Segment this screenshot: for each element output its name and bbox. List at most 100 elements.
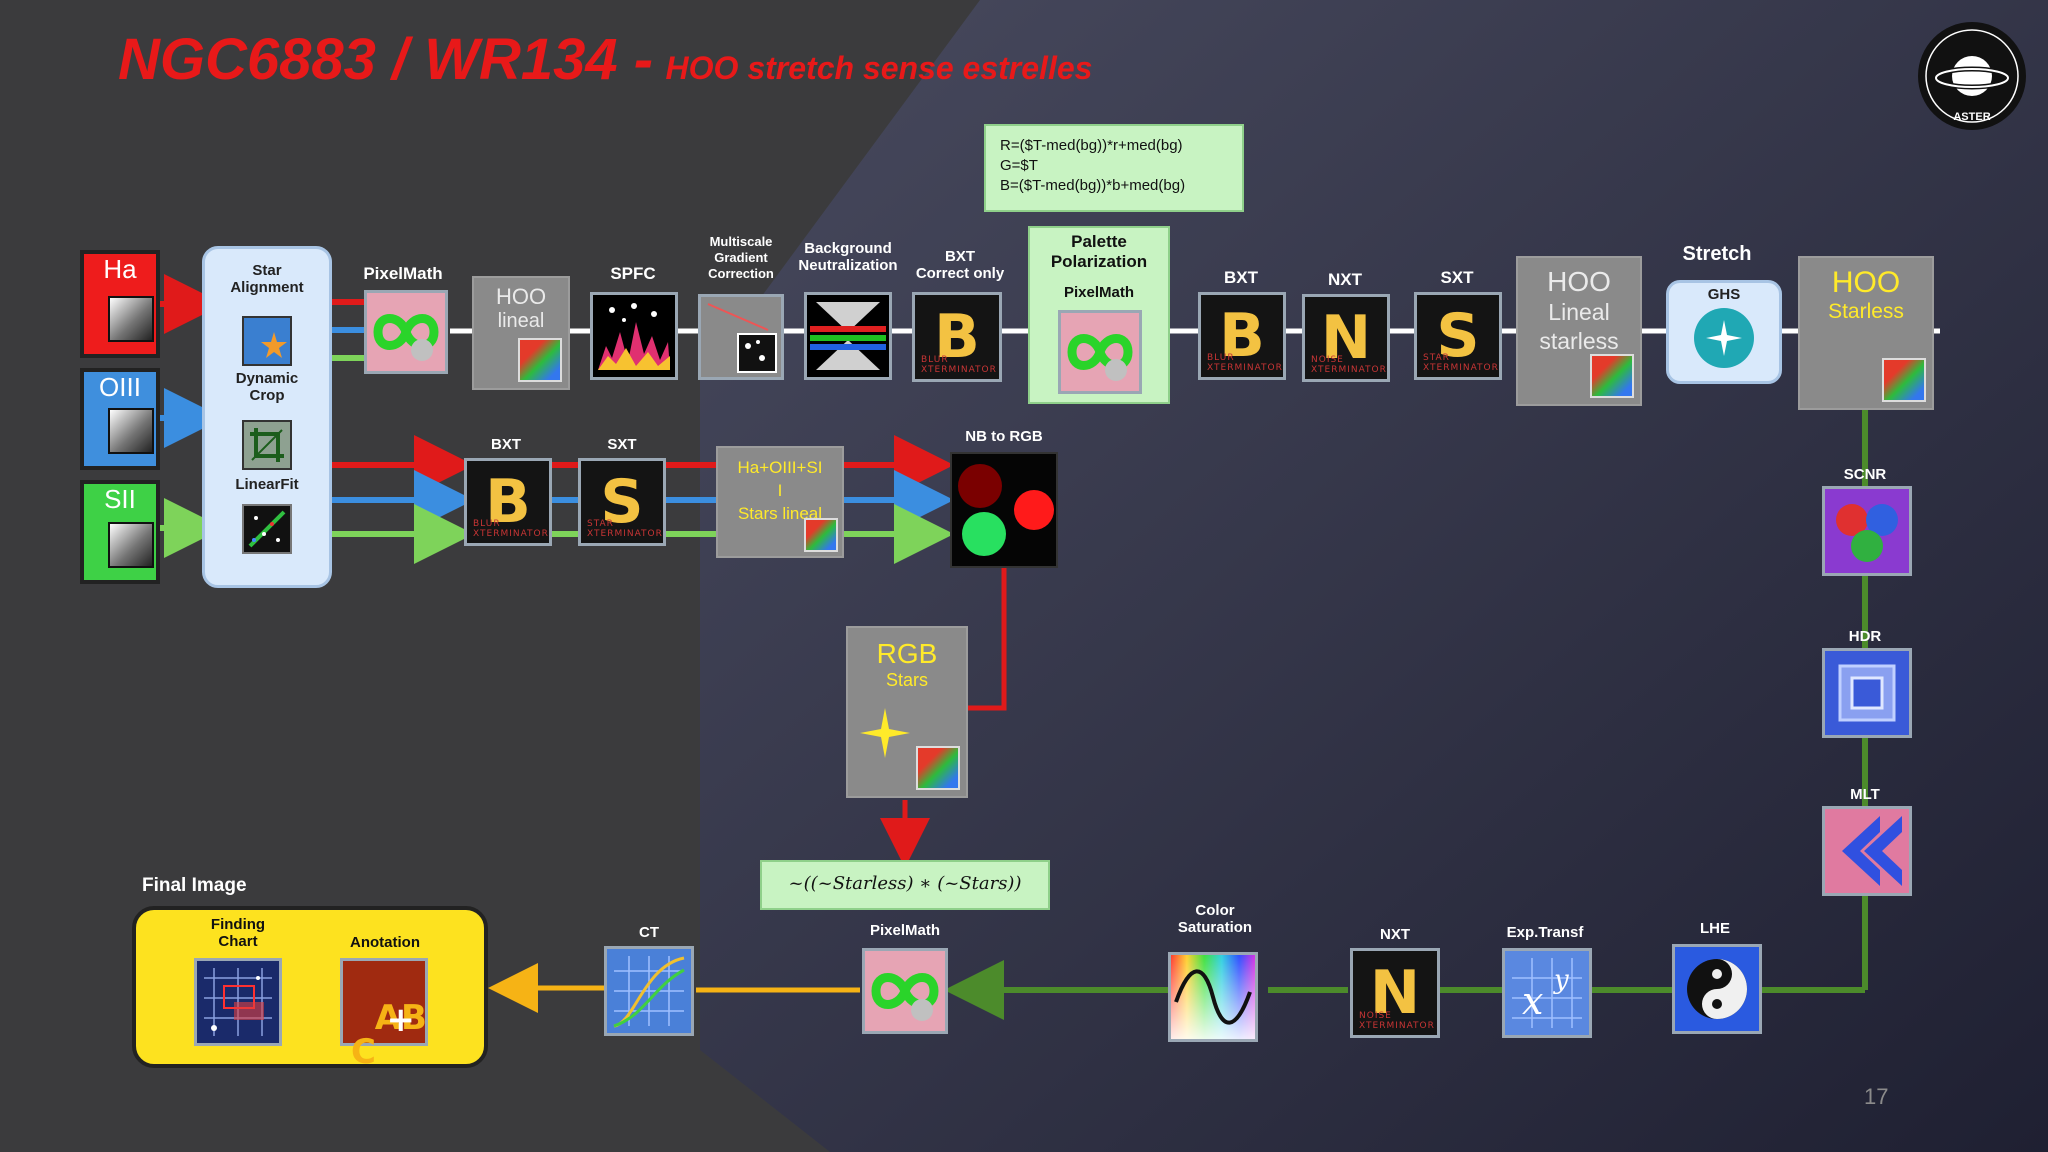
nxt-bottom-icon: N NOISE XTERMINATOR bbox=[1350, 948, 1440, 1038]
spfc-icon bbox=[590, 292, 678, 380]
hoo-lineal-starless-box: HOO Lineal starless bbox=[1516, 256, 1642, 406]
sxt-subtext: STAR XTERMINATOR bbox=[1423, 353, 1499, 373]
sxt-subtext: STAR XTERMINATOR bbox=[587, 519, 663, 539]
channel-oiii-label: OIII bbox=[99, 372, 141, 402]
hoo-ls-title: HOO bbox=[1547, 266, 1611, 297]
sxt-icon: S STAR XTERMINATOR bbox=[1414, 292, 1502, 380]
combine-formula: ~((~Starless) ∗ (~Stars)) bbox=[788, 873, 1022, 894]
hdr-label: HDR bbox=[1848, 628, 1882, 645]
formula-line-g: G=$T bbox=[1000, 157, 1038, 174]
rgb-stars-box: RGB Stars bbox=[846, 626, 968, 798]
rgb-corner-icon bbox=[1882, 358, 1926, 402]
nb-rgb-label: NB to RGB bbox=[965, 428, 1043, 445]
linearfit-label: LinearFit bbox=[235, 476, 299, 493]
plus-icon: + bbox=[386, 1000, 416, 1040]
rgb-corner-icon bbox=[1590, 354, 1634, 398]
rgb-stars-title: RGB bbox=[876, 638, 938, 669]
hoo-starless-sub: Starless bbox=[1828, 300, 1904, 323]
mgc-icon bbox=[698, 294, 784, 380]
aster-logo: ASTER bbox=[1918, 22, 2026, 130]
sxt-letter: S bbox=[600, 467, 644, 537]
linearfit-icon bbox=[242, 504, 292, 554]
nxt-subtext: NOISE XTERMINATOR bbox=[1359, 1011, 1435, 1031]
pixelmath-icon bbox=[364, 290, 448, 374]
rgb-corner-icon bbox=[804, 518, 838, 552]
color-saturation-icon bbox=[1168, 952, 1258, 1042]
nb-rgb-icon bbox=[950, 452, 1058, 568]
star-alignment-icon bbox=[242, 316, 292, 366]
exp-transf-icon: x y bbox=[1502, 948, 1592, 1038]
title-main: NGC6883 / WR134 - bbox=[118, 27, 654, 92]
ghs-label: GHS bbox=[1707, 286, 1741, 303]
palette-pixelmath-label: PixelMath bbox=[1063, 284, 1135, 301]
mgc-label: Multiscale Gradient Correction bbox=[708, 234, 774, 281]
bxt-correct-label: BXT Correct only bbox=[915, 248, 1005, 282]
hoo-lineal-box: HOO lineal bbox=[472, 276, 570, 390]
logo-text: ASTER bbox=[1953, 111, 1990, 123]
bxt-top-label: BXT bbox=[1224, 268, 1258, 287]
pixelmath-bottom-icon bbox=[862, 948, 948, 1034]
palette-pixelmath-icon bbox=[1058, 310, 1142, 394]
nxt-top-label: NXT bbox=[1328, 270, 1362, 289]
nxt-subtext: NOISE XTERMINATOR bbox=[1311, 355, 1387, 375]
palette-formula-box: R=($T-med(bg))*r+med(bg) G=$T B=($T-med(… bbox=[984, 124, 1244, 212]
slide-title: NGC6883 / WR134 - HOO stretch sense estr… bbox=[118, 26, 1092, 93]
color-sat-label: Color Saturation bbox=[1177, 902, 1253, 936]
title-sub: HOO stretch sense estrelles bbox=[665, 50, 1093, 86]
anotation-icon: AB C + bbox=[340, 958, 428, 1069]
anotation-letters: AB C bbox=[351, 998, 427, 1072]
bxt-subtext: BLUR XTERMINATOR bbox=[473, 519, 549, 539]
bxt-letter: B bbox=[485, 467, 531, 537]
star-alignment-label: Star Alignment bbox=[230, 262, 304, 296]
nxt-bottom-label: NXT bbox=[1380, 926, 1410, 943]
bn-icon bbox=[804, 292, 892, 380]
ct-label: CT bbox=[639, 924, 659, 941]
bxt-icon: B BLUR XTERMINATOR bbox=[1198, 292, 1286, 380]
hoo-starless-box: HOO Starless bbox=[1798, 256, 1934, 410]
nxt-letter: N bbox=[1320, 303, 1372, 373]
scnr-label: SCNR bbox=[1843, 466, 1887, 483]
gradient-icon bbox=[108, 296, 154, 342]
pixelmath-bottom-label: PixelMath bbox=[869, 922, 941, 939]
gradient-icon bbox=[108, 408, 154, 454]
pixelmath-top-label: PixelMath bbox=[363, 264, 443, 283]
combine-formula-box: ~((~Starless) ∗ (~Stars)) bbox=[760, 860, 1050, 910]
bn-label: Background Neutralization bbox=[798, 240, 898, 274]
bxt-correct-icon: B BLUR XTERMINATOR bbox=[912, 292, 1002, 382]
mlt-icon bbox=[1822, 806, 1912, 896]
hoo-starless-title: HOO bbox=[1831, 266, 1901, 299]
hoo-ls-sub: Lineal starless bbox=[1539, 299, 1619, 354]
sxt-letter: S bbox=[1436, 301, 1480, 371]
nxt-icon: N NOISE XTERMINATOR bbox=[1302, 294, 1390, 382]
nxt-letter: N bbox=[1369, 958, 1421, 1028]
bxt-letter: B bbox=[1219, 301, 1265, 371]
hoo-lineal-title: HOO bbox=[495, 284, 547, 309]
gradient-icon bbox=[108, 522, 154, 568]
hoo-lineal-sub: lineal bbox=[497, 310, 545, 332]
final-image-label: Final Image bbox=[142, 875, 247, 896]
scnr-icon bbox=[1822, 486, 1912, 576]
bxt-mid-icon: B BLUR XTERMINATOR bbox=[464, 458, 552, 546]
channel-sii-label: SII bbox=[104, 484, 136, 514]
ghs-icon bbox=[1694, 308, 1754, 368]
formula-line-b: B=($T-med(bg))*b+med(bg) bbox=[1000, 177, 1186, 194]
bxt-subtext: BLUR XTERMINATOR bbox=[921, 355, 997, 375]
dynamic-crop-label: Dynamic Crop bbox=[235, 370, 299, 404]
curves-icon bbox=[604, 946, 694, 1036]
bxt-letter: B bbox=[934, 302, 980, 372]
svg-text:x: x bbox=[1522, 979, 1543, 1023]
formula-line-r: R=($T-med(bg))*r+med(bg) bbox=[1000, 137, 1183, 154]
spfc-label: SPFC bbox=[610, 264, 656, 283]
svg-text:y: y bbox=[1553, 965, 1569, 995]
anotation-label: Anotation bbox=[350, 934, 420, 951]
sxt-mid-icon: S STAR XTERMINATOR bbox=[578, 458, 666, 546]
channel-ha-label: Ha bbox=[103, 254, 137, 284]
finding-chart-icon bbox=[194, 958, 282, 1046]
stars-lineal-box: Ha+OIII+SI I Stars lineal bbox=[716, 446, 844, 558]
page-number: 17 bbox=[1864, 1084, 1889, 1109]
stars-lineal-label: Ha+OIII+SI I Stars lineal bbox=[737, 458, 823, 523]
rgb-corner-icon bbox=[916, 746, 960, 790]
stretch-label: Stretch bbox=[1682, 243, 1752, 265]
rgb-stars-sub: Stars bbox=[885, 670, 928, 690]
channel-sii: SII bbox=[80, 480, 160, 584]
